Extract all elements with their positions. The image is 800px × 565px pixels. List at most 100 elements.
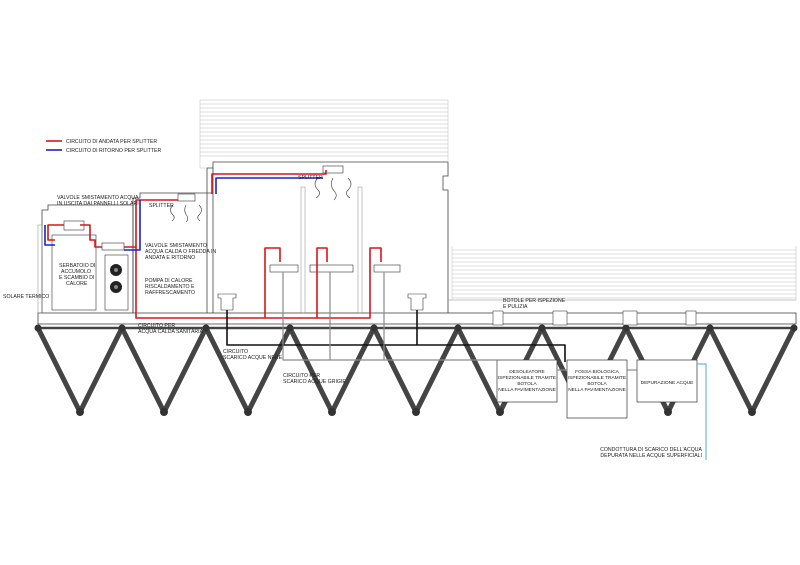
discharge-pipe	[697, 363, 707, 460]
truss-node	[328, 408, 336, 416]
truss-node	[622, 324, 630, 332]
truss-member	[708, 327, 754, 413]
truss-node	[790, 324, 798, 332]
truss-node	[244, 408, 252, 416]
hot-water-circuit-label-2: ACQUA CALDA SANITARIA	[138, 329, 204, 335]
discharge-label-2: DEPURATA NELLE ACQUE SUPERFICIALI	[600, 453, 702, 459]
hot-cold-valves-label-2: ACQUA CALDA O FREDDA IN	[145, 249, 216, 255]
storage-tank-label-1: SERBATOIO DI	[59, 263, 95, 269]
grey-water-label-2: SCARICO ACQUE GRIGIE	[283, 379, 346, 385]
truss-member	[245, 326, 293, 414]
truss-node	[412, 408, 420, 416]
truss-node	[748, 408, 756, 416]
storage-tank-label-3: E SCAMBIO DI	[59, 275, 94, 281]
legend-supply-label: CIRCUITO DI ANDATA PER SPLITTER	[66, 139, 157, 145]
truss-node	[34, 324, 42, 332]
sink-icon-2	[309, 264, 354, 273]
solar-thermal-label: SOLARE TERMICO	[3, 294, 49, 300]
hot-water-circuit-label-1: CIRCUITO PER	[138, 323, 175, 329]
solar-valves-label-2: IN USCITA DAI PANNELLI SOLARI	[57, 201, 139, 207]
hatch-1	[492, 310, 504, 326]
truss-node	[118, 324, 126, 332]
degreaser-label-4: NELLA PAVIMENTAZIONE	[498, 387, 556, 393]
black-water-pipe	[226, 310, 566, 362]
septic-label-1: FOSSA BIOLOGICA	[575, 369, 620, 375]
solar-return	[44, 225, 55, 246]
truss-node	[370, 324, 378, 332]
hatch-4	[685, 310, 697, 326]
truss-member	[77, 326, 125, 414]
truss-member	[456, 327, 502, 413]
purification-label: DEPURAZIONE ACQUE	[641, 380, 694, 386]
truss-node	[202, 324, 210, 332]
degreaser-label-2: ISPEZIONABILE TRAMITE	[498, 375, 556, 381]
truss-member	[36, 327, 82, 413]
hot-cold-valves-label-1: VALVOLE SMISTAMENTO	[145, 243, 207, 249]
truss-node	[76, 408, 84, 416]
splitter-main-label: SPLITTER	[298, 175, 323, 181]
small-splitter-unit	[177, 193, 196, 202]
truss-node	[286, 324, 294, 332]
roof-railing	[200, 103, 448, 157]
inspection-hatch-label-1: BOTOLE PER ISPEZIONE	[503, 298, 566, 304]
storage-tank-label-2: ACCUMOLO	[61, 269, 91, 275]
truss-member	[161, 326, 209, 414]
sink-icon-3	[373, 264, 401, 273]
truss-member	[372, 327, 418, 413]
supply-pipe-main	[211, 170, 327, 194]
airflow-icons	[170, 177, 352, 223]
hatch-3	[622, 310, 638, 326]
labels: SPLITTER SPLITTER VALVOLE SMISTAMENTO AC…	[3, 175, 703, 459]
storage-tank	[51, 234, 97, 311]
solar-valves-label-1: VALVOLE SMISTAMENTO ACQUA	[57, 195, 139, 201]
truss-node	[706, 324, 714, 332]
septic-tank	[566, 359, 628, 419]
septic-label-4: NELLA PAVIMENTAZIONE	[568, 387, 626, 393]
storage-tank-label-4: CALORE	[66, 281, 88, 287]
degreaser-label-1: DESOLEATORE	[509, 369, 545, 375]
grey-water-label-1: CIRCUITO PER	[283, 373, 320, 379]
truss-node	[664, 408, 672, 416]
hot-cold-valves-label-3: ANDATA E RITORNO	[145, 255, 195, 261]
terrace-railing	[451, 246, 797, 300]
supply-pipe-tech	[80, 224, 102, 248]
hatch-2	[552, 310, 568, 326]
return-pipe-tech	[124, 200, 141, 251]
sink-icon-1	[269, 264, 299, 273]
inspection-hatch-label-2: E PULIZIA	[503, 304, 528, 310]
equipment	[51, 165, 698, 419]
heat-pump-label-2: RISCALDAMENTO E	[145, 284, 195, 290]
truss-member	[329, 326, 377, 414]
septic-label-3: BOTOLA	[587, 381, 607, 387]
heat-pump-label-3: RAFFRESCAMENTO	[145, 290, 195, 296]
black-water-label-1: CIRCUITO	[223, 349, 248, 355]
truss-member	[413, 326, 461, 414]
toilet-icon-left	[217, 293, 237, 311]
purification-tank	[636, 359, 698, 403]
hot-water-branch-2	[316, 247, 328, 318]
main-splitter-unit	[322, 165, 344, 174]
legend-return-label: CIRCUITO DI RITORNO PER SPLITTER	[66, 148, 161, 154]
truss-member	[204, 327, 250, 413]
hot-water-supply	[135, 247, 382, 319]
splitter-small-label: SPLITTER	[149, 203, 174, 209]
septic-label-2: ISPEZIONABILE TRAMITE	[568, 375, 626, 381]
discharge-label-1: CONDOTTURA DI SCARICO DELL'ACQUA	[600, 447, 702, 453]
truss-node	[160, 408, 168, 416]
truss-member	[749, 326, 797, 414]
pipes	[44, 170, 707, 460]
solar-supply	[47, 224, 64, 241]
truss-node	[496, 408, 504, 416]
heat-pump-label-1: POMPA DI CALORE	[145, 278, 193, 284]
return-pipe-main	[215, 177, 323, 194]
truss-node	[454, 324, 462, 332]
legend: CIRCUITO DI ANDATA PER SPLITTER CIRCUITO…	[46, 139, 161, 154]
toilet-icon-right	[407, 293, 427, 311]
degreaser-tank	[496, 359, 558, 403]
truss-node	[538, 324, 546, 332]
partition-1	[300, 186, 306, 314]
degreaser-label-3: BOTOLA	[517, 381, 537, 387]
grey-water-pipe	[282, 272, 497, 361]
hot-cold-valve-box	[101, 242, 125, 251]
